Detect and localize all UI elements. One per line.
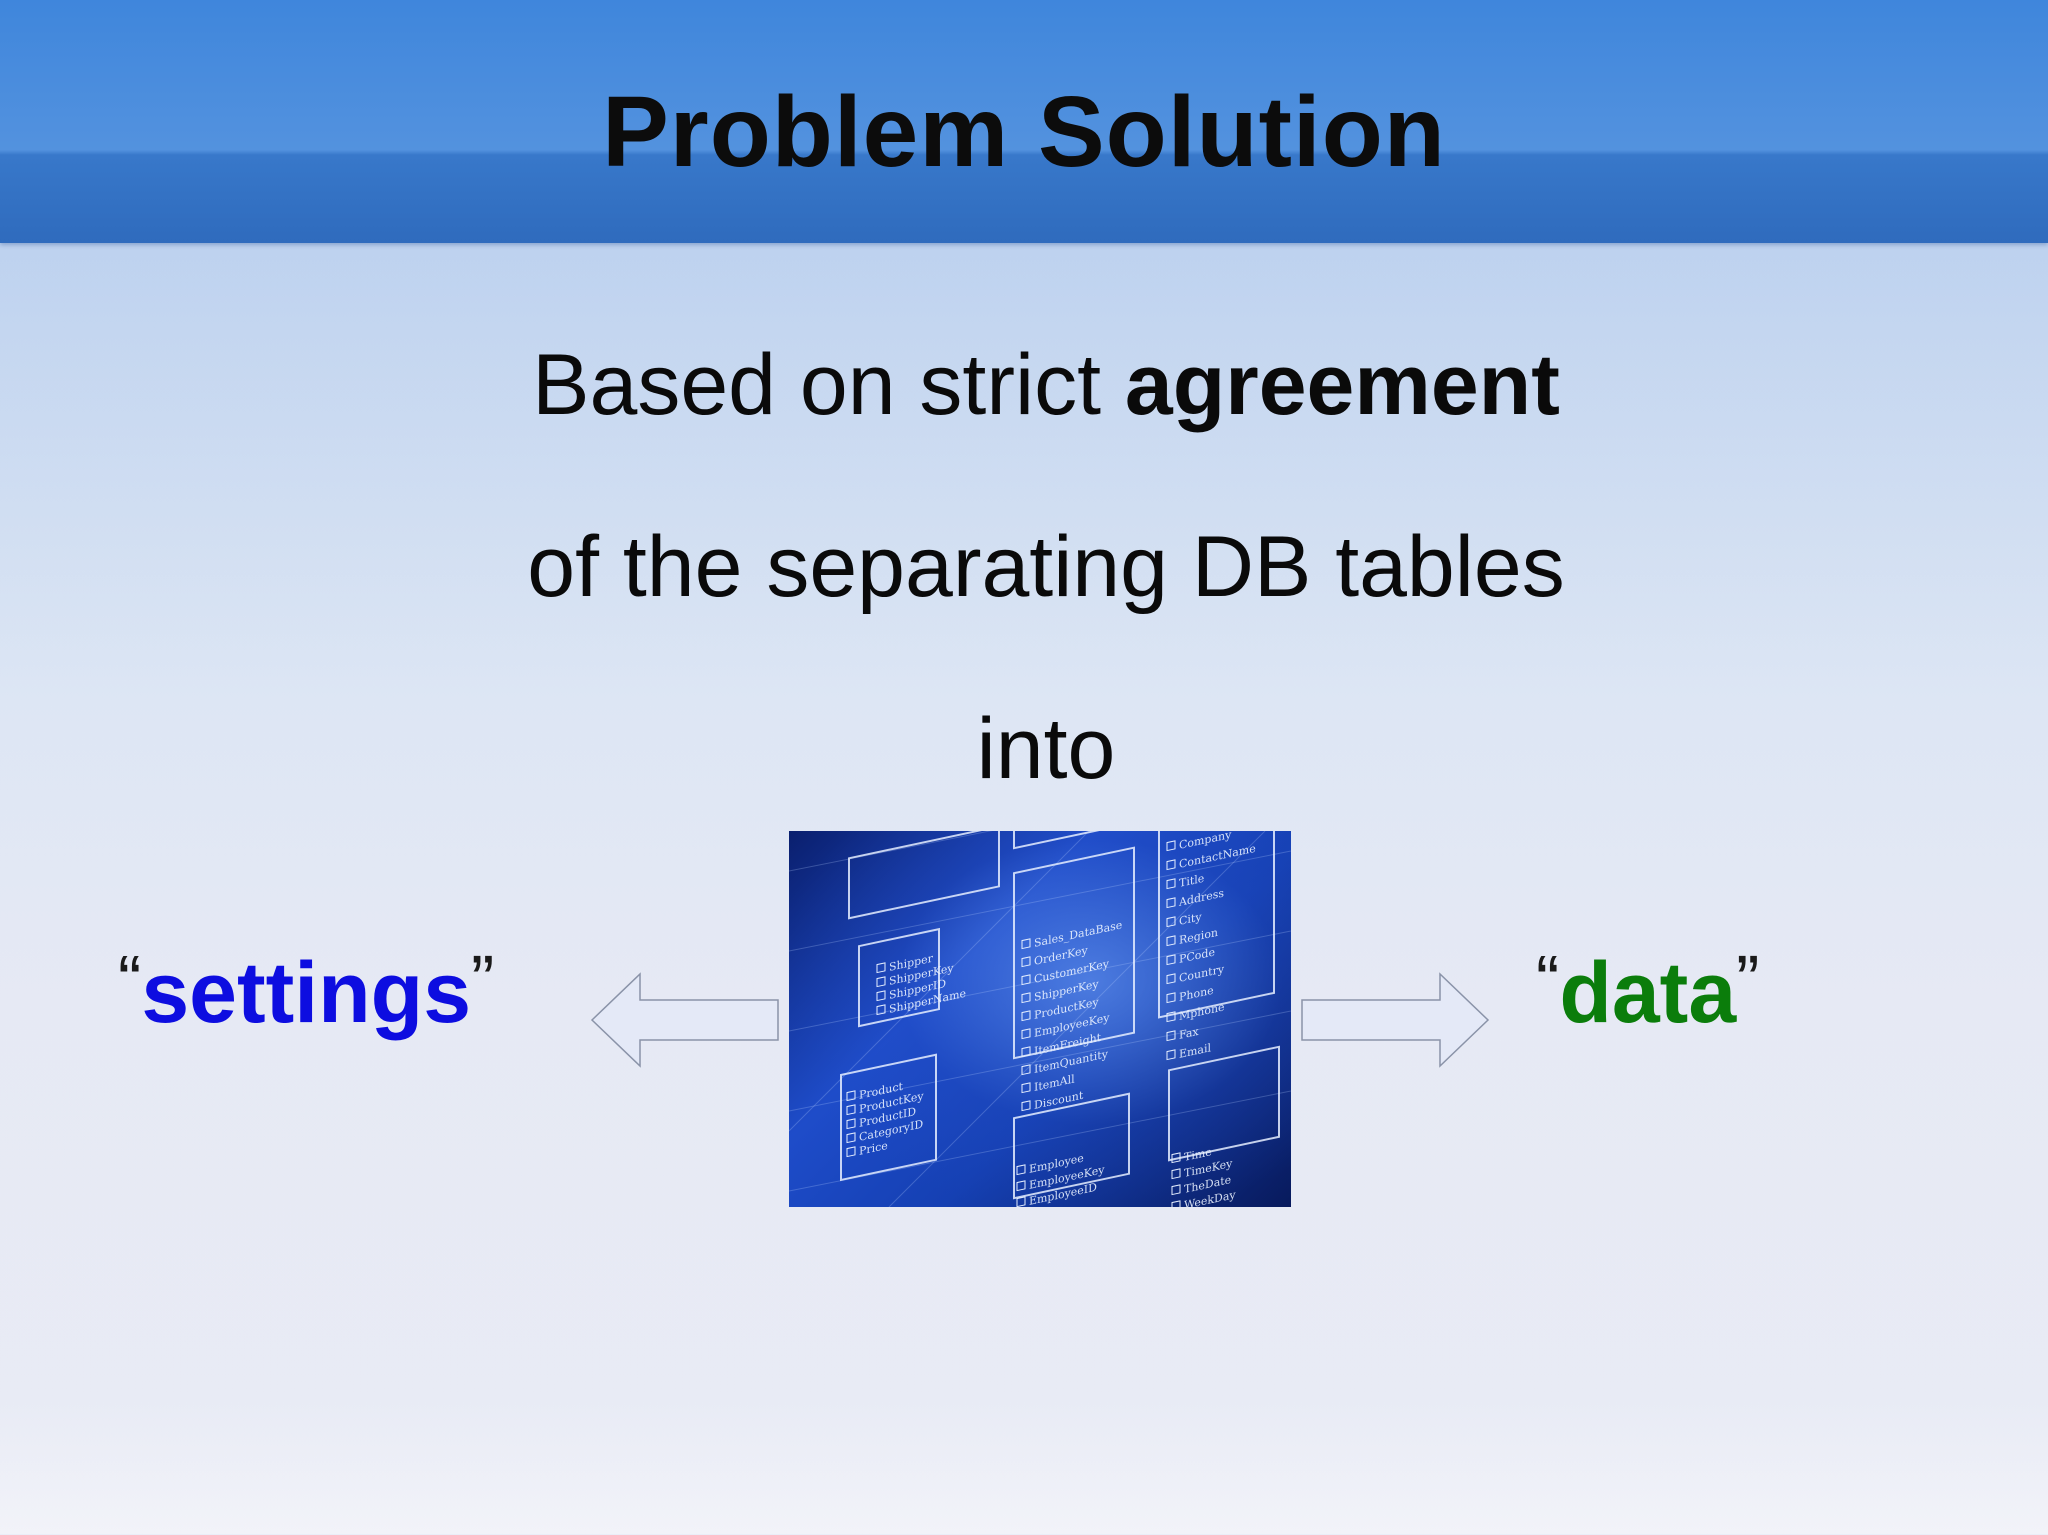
field-checkbox xyxy=(1021,992,1031,1004)
field-checkbox xyxy=(1166,992,1176,1004)
field-checkbox xyxy=(1171,1168,1181,1180)
field-checkbox xyxy=(1171,1152,1181,1164)
text-line-3: into xyxy=(976,701,1116,797)
slide-title: Problem Solution xyxy=(602,76,1446,188)
open-quote: “ xyxy=(118,941,142,1019)
field-checkbox xyxy=(1166,954,1176,966)
field-label: Phone xyxy=(1179,984,1214,1004)
close-quote: ” xyxy=(1736,941,1760,1019)
field-checkbox xyxy=(1021,1046,1031,1058)
field-checkbox xyxy=(1021,1010,1031,1022)
field-label: Fax xyxy=(1179,1025,1199,1042)
field-label: PCode xyxy=(1179,945,1215,966)
field-label: Mphone xyxy=(1179,1000,1225,1023)
open-quote: “ xyxy=(1536,941,1560,1019)
field-checkbox xyxy=(1021,1082,1031,1094)
field-list-sales: Sales_DataBaseOrderKeyCustomerKeyShipper… xyxy=(1021,918,1123,1112)
title-bar xyxy=(0,0,2048,243)
field-label: City xyxy=(1179,910,1202,928)
field-label: Email xyxy=(1179,1041,1211,1061)
field-checkbox xyxy=(1021,956,1031,968)
line1-bold: agreement xyxy=(1124,337,1560,433)
field-checkbox xyxy=(876,976,886,988)
field-checkbox xyxy=(1166,859,1176,871)
field-checkbox xyxy=(876,990,886,1002)
field-checkbox xyxy=(1166,973,1176,985)
field-checkbox xyxy=(876,962,886,974)
field-label: Price xyxy=(859,1139,888,1158)
right-arrow-icon xyxy=(1301,972,1490,1068)
close-quote: ” xyxy=(471,941,495,1019)
field-label: Title xyxy=(1179,872,1205,890)
field-checkbox xyxy=(1021,1100,1031,1112)
field-checkbox xyxy=(1166,1030,1176,1042)
field-label: Time xyxy=(1184,1145,1212,1164)
field-checkbox xyxy=(846,1090,856,1102)
field-label: Address xyxy=(1178,886,1224,909)
field-checkbox xyxy=(1021,1064,1031,1076)
field-checkbox xyxy=(1021,1028,1031,1040)
field-checkbox xyxy=(1016,1164,1026,1176)
field-checkbox xyxy=(1021,974,1031,986)
field-list-product: ProductProductKeyProductIDCategoryIDPric… xyxy=(846,1080,924,1158)
field-label: Country xyxy=(1179,962,1225,985)
field-checkbox xyxy=(1166,1011,1176,1023)
field-checkbox xyxy=(1166,878,1176,890)
field-checkbox xyxy=(846,1132,856,1144)
settings-text: settings xyxy=(141,945,472,1041)
field-checkbox xyxy=(1166,935,1176,947)
field-checkbox xyxy=(1016,1180,1026,1192)
field-checkbox xyxy=(1166,897,1176,909)
field-checkbox xyxy=(1166,1049,1176,1061)
data-label: “data” xyxy=(1536,930,1759,1043)
field-label: Region xyxy=(1179,926,1218,947)
field-checkbox xyxy=(1016,1196,1026,1207)
database-schema-drawing: Sales_DataBaseOrderKeyCustomerKeyShipper… xyxy=(789,831,1291,1207)
field-checkbox xyxy=(876,1004,886,1016)
field-checkbox xyxy=(1166,916,1176,928)
field-checkbox xyxy=(846,1118,856,1130)
field-checkbox xyxy=(1166,840,1176,852)
field-checkbox xyxy=(1171,1200,1181,1207)
left-arrow-icon xyxy=(590,972,779,1068)
line1-text: Based on strict xyxy=(532,337,1125,433)
field-list-customer: CompanyContactNameTitleAddressCityRegion… xyxy=(1166,831,1256,1061)
field-checkbox xyxy=(1021,938,1031,950)
field-checkbox xyxy=(846,1104,856,1116)
text-line-2: of the separating DB tables xyxy=(527,519,1565,615)
field-checkbox xyxy=(1171,1184,1181,1196)
settings-label: “settings” xyxy=(118,930,494,1043)
field-checkbox xyxy=(846,1146,856,1158)
text-line-1: Based on strict agreement xyxy=(0,335,2048,435)
data-text: data xyxy=(1559,945,1737,1041)
